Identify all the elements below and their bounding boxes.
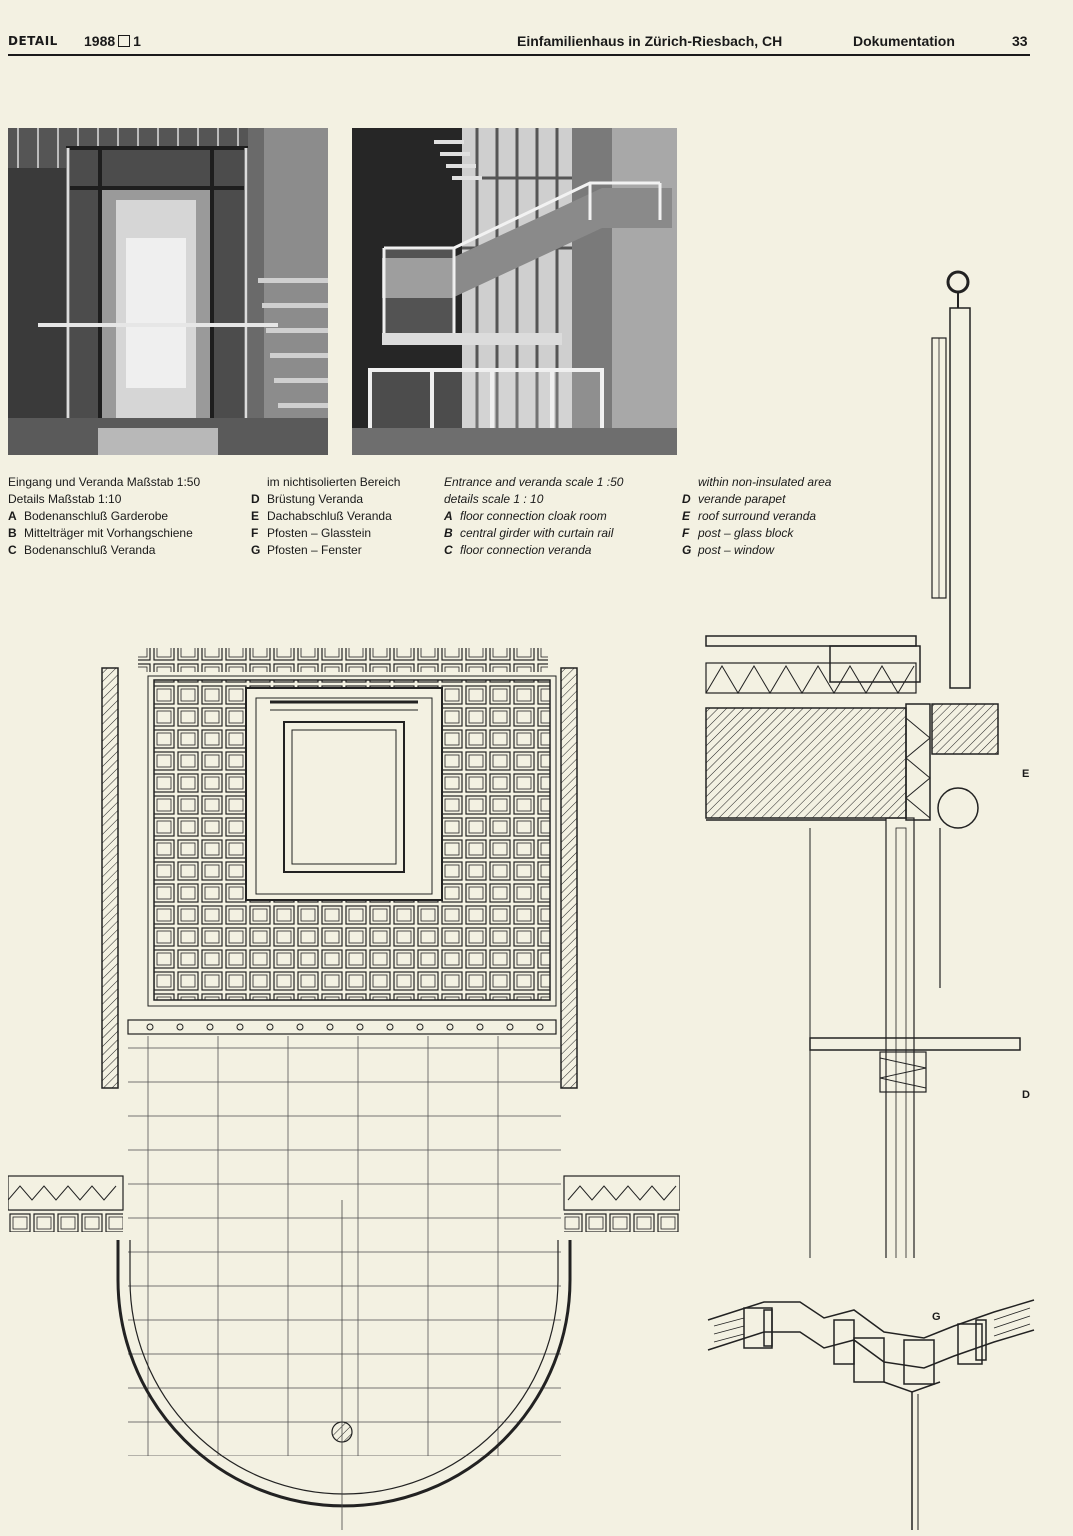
section-detail-parapet-roof [700, 268, 1040, 1299]
caption-de-main: Eingang und Veranda Maßstab 1:50 Details… [8, 474, 200, 559]
caption-en-main: Entrance and veranda scale 1 :50 details… [444, 474, 623, 559]
issue-box-glyph [118, 35, 131, 47]
photo-veranda-stair [352, 128, 677, 455]
detail-label-e: E [1022, 768, 1030, 780]
section-name: Dokumentation [853, 33, 955, 49]
caption-line: details scale 1 : 10 [444, 492, 544, 506]
plan-detail-post-window [704, 1290, 1040, 1535]
page-number: 33 [1012, 33, 1028, 49]
plan-drawing-entrance-veranda [7, 640, 681, 1535]
detail-label-g: G [932, 1311, 941, 1323]
caption-line: Eingang und Veranda Maßstab 1:50 [8, 475, 201, 489]
caption-line: Details Maßstab 1:10 [8, 492, 122, 506]
magazine-brand: DETAIL [8, 34, 58, 48]
caption-line: im nichtisolierten Bereich [267, 475, 401, 489]
article-title: Einfamilienhaus in Zürich-Riesbach, CH [517, 33, 783, 49]
caption-line: within non-insulated area [698, 475, 832, 489]
header-rule [8, 54, 1030, 56]
caption-line: Entrance and veranda scale 1 :50 [444, 475, 624, 489]
detail-label-d: D [1022, 1089, 1030, 1101]
photo-entrance-stairwell [8, 128, 328, 455]
